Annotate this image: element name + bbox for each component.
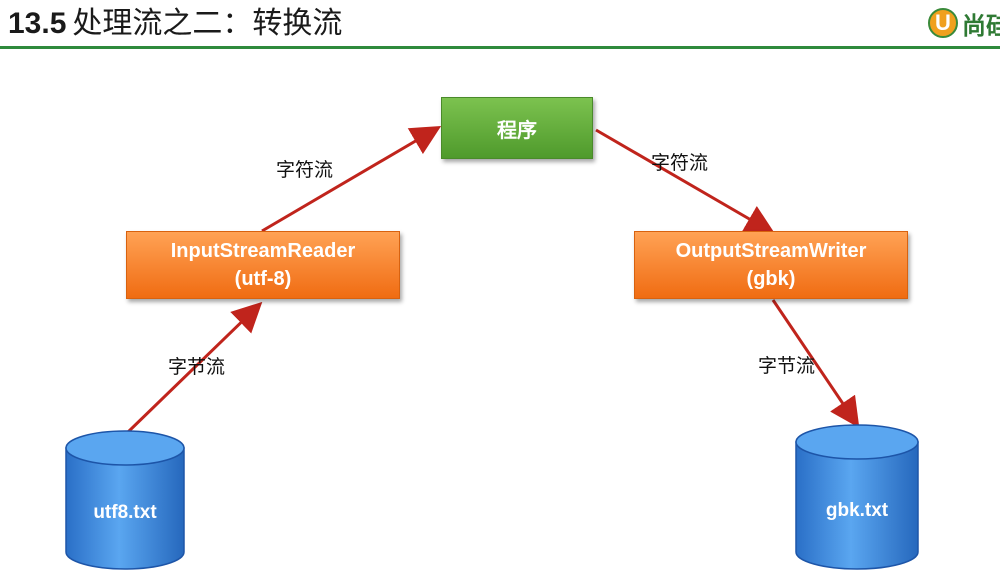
target-file-cylinder bbox=[795, 424, 919, 570]
arrow-file-to-reader bbox=[126, 301, 263, 434]
edge-label-byte-stream-out: 字节流 bbox=[758, 355, 816, 377]
arrow-reader-to-program bbox=[261, 125, 442, 233]
source-file-cylinder bbox=[65, 430, 185, 570]
output-stream-writer-box: OutputStreamWriter (gbk) bbox=[634, 231, 908, 299]
arrow-writer-to-file bbox=[771, 299, 860, 428]
brand-logo: U 尚硅 bbox=[928, 6, 1000, 40]
arrow-program-to-writer bbox=[595, 128, 776, 235]
edge-label-char-stream-out: 字符流 bbox=[651, 152, 709, 174]
title-text: 处理流之二：转换流 bbox=[72, 6, 343, 41]
target-file-label: gbk.txt bbox=[825, 500, 889, 521]
section-number: 13.5 bbox=[8, 7, 67, 40]
edge-label-char-stream-in: 字符流 bbox=[276, 159, 334, 181]
logo-text: 尚硅 bbox=[962, 11, 1000, 40]
logo-icon: U bbox=[928, 8, 958, 38]
reader-charset-label: (utf-8) bbox=[234, 268, 292, 290]
reader-class-label: InputStreamReader bbox=[170, 240, 356, 262]
input-stream-reader-box: InputStreamReader (utf-8) bbox=[126, 231, 400, 299]
writer-charset-label: (gbk) bbox=[746, 268, 796, 290]
header-divider bbox=[0, 46, 1000, 49]
program-label: 程序 bbox=[497, 119, 537, 142]
edge-label-byte-stream-in: 字节流 bbox=[168, 356, 226, 378]
source-file-label: utf8.txt bbox=[93, 502, 157, 523]
writer-class-label: OutputStreamWriter bbox=[675, 240, 867, 262]
program-box: 程序 bbox=[441, 97, 593, 159]
